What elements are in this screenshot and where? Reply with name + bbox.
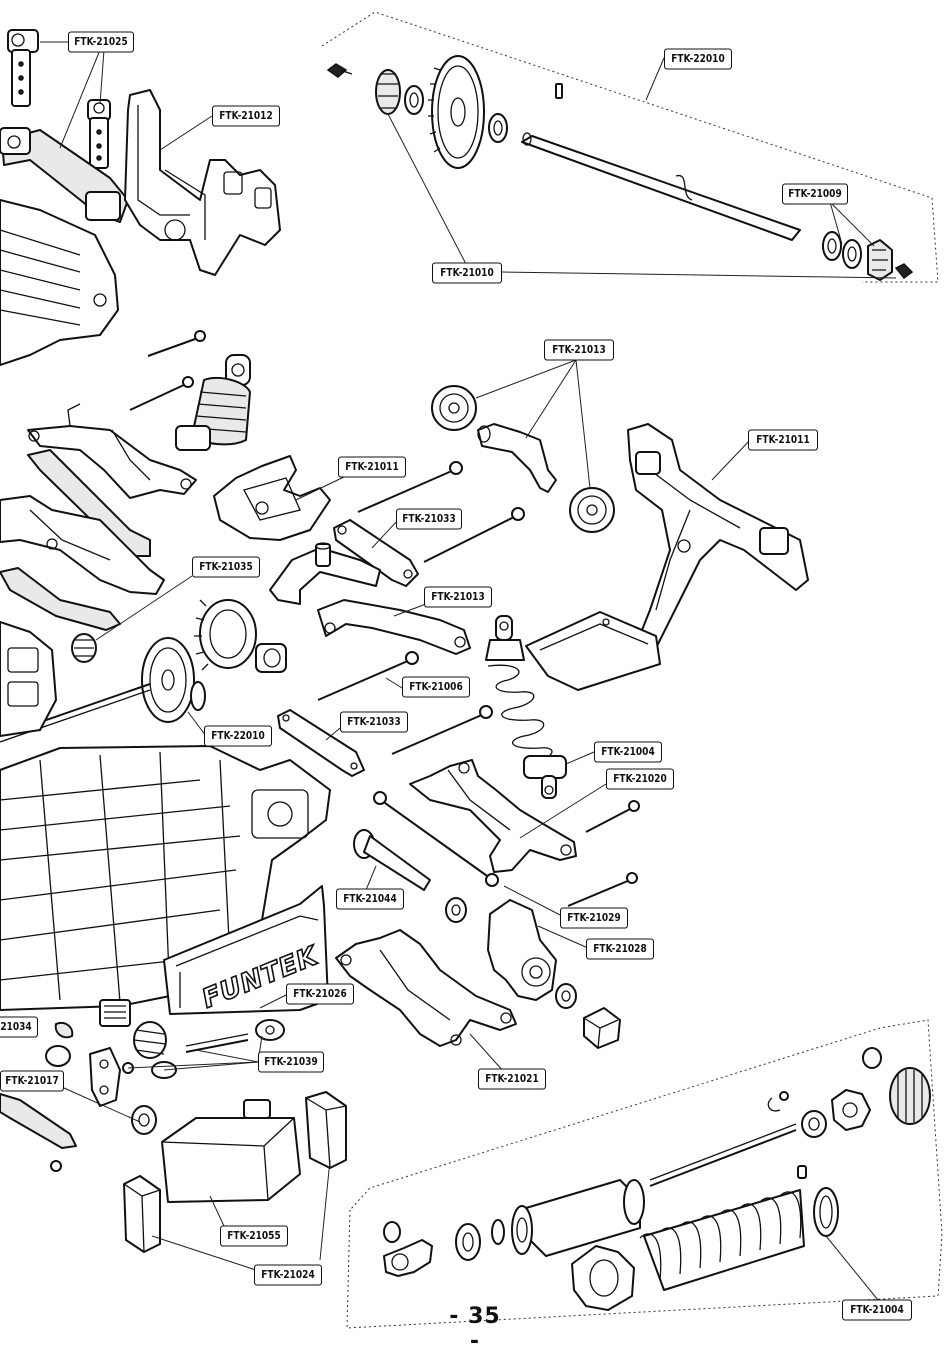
callout-ftk-21044: FTK-21044 xyxy=(336,889,404,910)
callout-ftk-21033-upper: FTK-21033 xyxy=(396,509,462,530)
callout-ftk-21011-mid: FTK-21011 xyxy=(338,457,406,478)
callout-ftk-21004-mid: FTK-21004 xyxy=(594,742,662,763)
callout-ftk-21021: FTK-21021 xyxy=(478,1069,546,1090)
callout-ftk-22010-mid: FTK-22010 xyxy=(204,726,272,747)
callout-ftk-21013-mid: FTK-21013 xyxy=(424,587,492,608)
steering-posts-group xyxy=(0,30,128,222)
callout-ftk-21013-top: FTK-21013 xyxy=(544,340,614,361)
callout-ftk-21009: FTK-21009 xyxy=(782,184,848,205)
callout-ftk-21011-right: FTK-21011 xyxy=(748,430,818,451)
callout-ftk-21035: FTK-21035 xyxy=(192,557,260,578)
callout-ftk-21017: FTK-21017 xyxy=(0,1071,64,1092)
callout-ftk-21034: 21034 xyxy=(0,1017,38,1038)
callout-ftk-21010: FTK-21010 xyxy=(432,263,502,284)
page-number: - 35 - xyxy=(440,1304,510,1354)
callout-ftk-22010-top: FTK-22010 xyxy=(664,49,732,70)
callout-ftk-21039: FTK-21039 xyxy=(258,1052,324,1073)
callout-ftk-21029: FTK-21029 xyxy=(560,908,628,929)
callout-ftk-21055: FTK-21055 xyxy=(220,1226,288,1247)
shock-exploded-group xyxy=(384,1048,930,1310)
callout-ftk-21020: FTK-21020 xyxy=(606,769,674,790)
callout-ftk-21025: FTK-21025 xyxy=(68,32,134,53)
callout-ftk-21006: FTK-21006 xyxy=(402,677,470,698)
callout-ftk-21028: FTK-21028 xyxy=(586,939,654,960)
chassis-upper-left xyxy=(0,200,118,365)
callout-ftk-21026: FTK-21026 xyxy=(286,984,354,1005)
callout-ftk-21033-lower: FTK-21033 xyxy=(340,712,408,733)
rear-bulkhead-group xyxy=(526,424,808,690)
callout-ftk-21024: FTK-21024 xyxy=(254,1265,322,1286)
callout-ftk-21012: FTK-21012 xyxy=(212,106,280,127)
callout-ftk-21004-bottom: FTK-21004 xyxy=(842,1300,912,1321)
